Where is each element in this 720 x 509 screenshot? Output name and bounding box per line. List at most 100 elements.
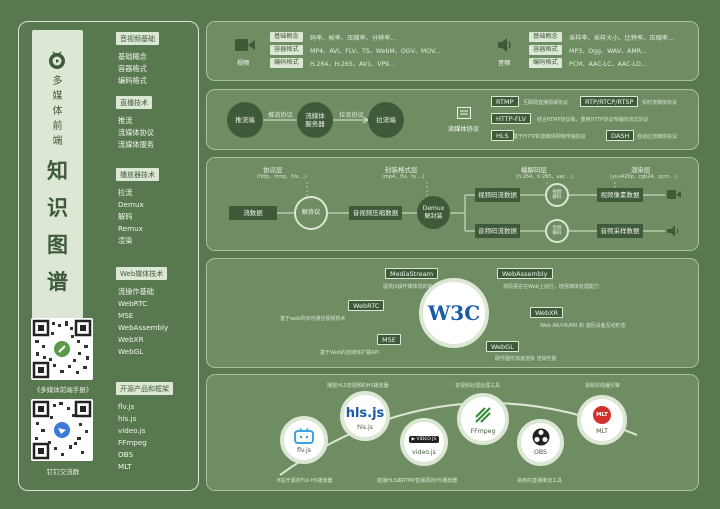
layer-sub-protocol: (http、rtmp、hls ...) xyxy=(257,174,307,180)
product-mlt[interactable]: MLT MLT xyxy=(577,395,627,445)
product-desc-obs: 易用的直播推流工具 xyxy=(517,478,563,484)
sidebar-item[interactable]: 流媒体服务 xyxy=(118,140,154,149)
title-big-char: 知 xyxy=(47,159,68,183)
category-open-source[interactable]: 开源产品和框架 xyxy=(116,382,173,395)
audio-decode-node: 音频 解码 xyxy=(545,219,569,243)
sidebar-item[interactable]: WebXR xyxy=(118,335,144,344)
protocol-tag-dash: DASH xyxy=(606,130,635,141)
sidebar-item[interactable]: 容器格式 xyxy=(118,64,147,73)
video-label: 视频 xyxy=(237,60,250,67)
sidebar-item[interactable]: WebRTC xyxy=(118,299,148,308)
title-char: 端 xyxy=(52,136,63,147)
product-name: OBS xyxy=(534,449,547,456)
protocol-tag-rtmp: RTMP xyxy=(491,96,519,107)
sidebar-item[interactable]: WebGL xyxy=(118,347,144,356)
product-name: video.js xyxy=(412,449,436,456)
protocol-desc: 基于HTTP的流媒体网络传输协议 xyxy=(513,134,586,140)
category-av-basics[interactable]: 音视频基础 xyxy=(116,32,159,45)
sidebar-item[interactable]: video.js xyxy=(118,426,146,435)
hlsjs-logo-icon: hls.js xyxy=(345,406,385,421)
av-compressed-node: 音视频压缩数据 xyxy=(349,206,402,220)
sidebar-item[interactable]: 解码 xyxy=(118,212,133,221)
push-proto-label: 推流协议 xyxy=(268,112,293,119)
title-big-char: 识 xyxy=(47,196,68,220)
video-tag: 容器格式 xyxy=(270,45,303,55)
sidebar-item[interactable]: FFmpeg xyxy=(118,438,147,447)
audio-desc: PCM、AAC-LC、AAC-LD... xyxy=(569,61,647,68)
product-name: FFmpeg xyxy=(470,428,496,435)
player-flow-lines xyxy=(277,182,665,232)
protocol-desc: 互联网直播领域协议 xyxy=(523,100,569,106)
product-flvjs[interactable]: flv.js xyxy=(280,416,328,464)
qr-code-icon xyxy=(32,400,92,460)
video-desc: MP4、AVI、FLV、TS、WebM、OGV、MOV... xyxy=(310,48,441,55)
sidebar-item[interactable]: 流操作基础 xyxy=(118,287,154,296)
sidebar-item[interactable]: 渲染 xyxy=(118,236,133,245)
protocol-tag-rtp: RTP/RTCP/RTSP xyxy=(580,96,639,107)
panel-open-source: 播放HLS流视频的H5播放器 音视频处理处理工具 视频非线编引擎 flv.js … xyxy=(206,374,699,491)
product-name: flv.js xyxy=(297,447,311,454)
sidebar-item[interactable]: hls.js xyxy=(118,414,137,423)
server-node: 流媒体 服务器 xyxy=(297,102,333,138)
title-big-char: 图 xyxy=(47,233,68,257)
sidebar-item[interactable]: 基础概念 xyxy=(118,52,147,61)
audio-tag: 容器格式 xyxy=(529,45,562,55)
sidebar-item[interactable]: MSE xyxy=(118,311,134,320)
sidebar-item[interactable]: MLT xyxy=(118,462,132,471)
product-hlsjs[interactable]: hls.js hls.js xyxy=(340,391,390,441)
audio-desc: MP3、Ogg、WAV、AMR... xyxy=(569,48,647,55)
product-desc-videojs: 能播HLS或RTMP直播源的H5播放器 xyxy=(377,478,458,484)
audio-sample-node: 音频采样数据 xyxy=(597,224,643,238)
web-tag-mediastream: MediaStream xyxy=(385,268,439,279)
web-desc: 提供JS操作媒体流的能力 xyxy=(383,284,438,290)
stream-data-node: 流数据 xyxy=(229,206,277,220)
layer-sub-render: (yuv420p、rgb24、pcm ...) xyxy=(610,174,678,180)
tv-logo-icon xyxy=(49,51,65,69)
video-pixel-node: 视频像素数据 xyxy=(597,188,643,202)
web-desc: 基于Web的流媒体扩展API xyxy=(320,350,379,356)
qr-caption-handbook: 《多媒体前端手册》 xyxy=(33,386,93,394)
ffmpeg-logo-icon xyxy=(475,407,491,423)
sidebar-item[interactable]: Remux xyxy=(118,224,143,233)
obs-logo-icon xyxy=(532,428,549,446)
video-desc: 码率、帧率、压缩率、分辨率... xyxy=(310,35,397,42)
product-obs[interactable]: OBS xyxy=(517,419,564,466)
video-camera-icon xyxy=(667,190,681,199)
web-desc: Web AR/VR/MR 和 遍历设备互动形态 xyxy=(540,323,626,329)
pull-proto-label: 拉流协议 xyxy=(339,112,364,119)
speaker-icon xyxy=(667,225,679,237)
audio-tag: 基础概念 xyxy=(529,32,562,42)
sidebar-item[interactable]: 编码格式 xyxy=(118,76,147,85)
title-big-char: 谱 xyxy=(47,270,68,294)
sidebar: 多 媒 体 前 端 知 识 图 谱 《多媒体前端手册》 xyxy=(18,21,199,491)
video-tag: 编码格式 xyxy=(270,58,303,68)
video-compressed-node: 视频码流数据 xyxy=(475,188,520,202)
category-live[interactable]: 直播技术 xyxy=(116,96,152,109)
layer-header-render: 渲染层 xyxy=(631,166,651,174)
sidebar-item[interactable]: 拉流 xyxy=(118,188,133,197)
sidebar-item[interactable]: Demux xyxy=(118,200,144,209)
web-desc: 硬件图形加速渲染 渲染性能 xyxy=(495,356,557,362)
category-player[interactable]: 播放器技术 xyxy=(116,168,159,181)
product-desc-hls: 播放HLS流视频的H5播放器 xyxy=(327,383,389,389)
protocol-desc: 结合RTMP协议和，重用HTTP协议传输的流式协议 xyxy=(537,117,649,123)
sidebar-item[interactable]: 流媒体协议 xyxy=(118,128,154,137)
sidebar-item[interactable]: flv.js xyxy=(118,402,135,411)
product-desc-flv: B站开源的FLV-H5播放器 xyxy=(277,478,333,484)
category-web-media[interactable]: Web媒体技术 xyxy=(116,267,168,280)
audio-desc: 采样率、采样大小、比特率、压缩率... xyxy=(569,35,674,42)
w3c-logo-text: W3C xyxy=(427,301,481,325)
product-name: MLT xyxy=(596,428,608,435)
web-tag-webgl: WebGL xyxy=(486,341,519,352)
title-banner: 多 媒 体 前 端 知 识 图 谱 xyxy=(32,30,83,326)
title-char: 多 xyxy=(52,76,63,87)
product-ffmpeg[interactable]: FFmpeg xyxy=(457,393,509,445)
speaker-icon xyxy=(498,38,511,52)
sidebar-item[interactable]: OBS xyxy=(118,450,134,459)
video-camera-icon xyxy=(235,39,255,51)
mlt-logo-icon: MLT xyxy=(593,406,611,424)
product-videojs[interactable]: ▶ VIDEO JS video.js xyxy=(400,418,448,466)
sidebar-item[interactable]: WebAssembly xyxy=(118,323,169,332)
sidebar-item[interactable]: 推流 xyxy=(118,116,133,125)
qr-code-dingtalk xyxy=(31,399,93,461)
